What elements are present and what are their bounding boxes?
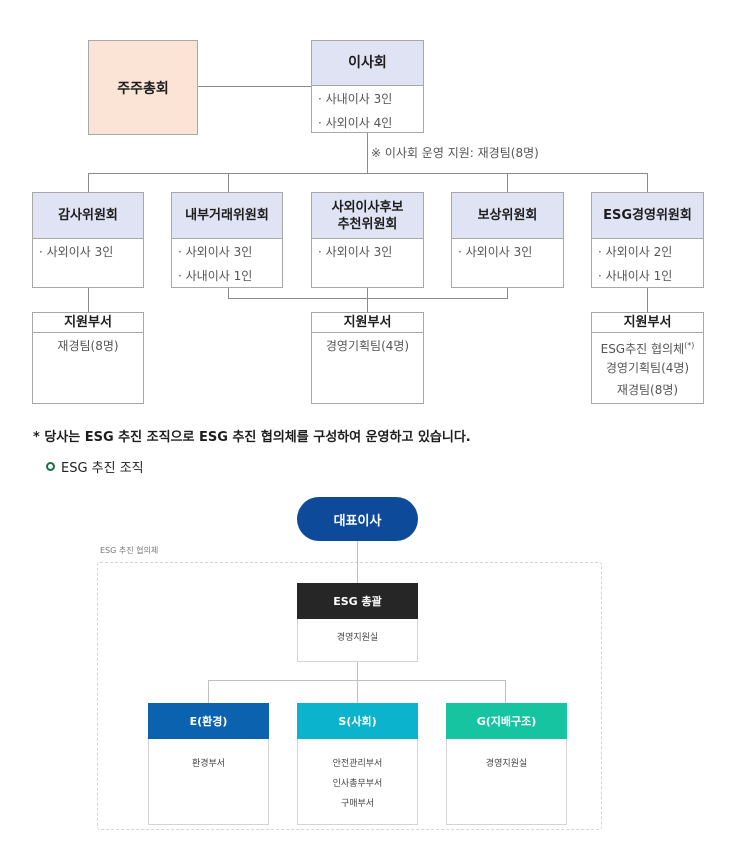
committee-esg: ESG경영위원회 · 사외이사 2인 · 사내이사 1인 xyxy=(591,192,704,288)
committee-member: · 사외이사 2인 xyxy=(598,245,673,259)
committee-title-line: 사외이사후보 xyxy=(331,199,404,215)
committee-member: · 사외이사 3인 xyxy=(39,245,114,259)
esg-council-boundary xyxy=(97,562,602,830)
esg-unit-dept: 환경부서 xyxy=(191,759,226,769)
connector-line xyxy=(88,173,648,174)
committee-member: · 사외이사 3인 xyxy=(458,245,533,259)
esg-general-box: ESG 총괄 경영지원실 xyxy=(297,583,418,662)
board-title: 이사회 xyxy=(312,41,423,86)
esg-unit-title: G(지배구조) xyxy=(446,703,567,739)
committee-title-line: 추천위원회 xyxy=(337,216,398,232)
board-support-note: ※ 이사회 운영 지원: 재경팀(8명) xyxy=(371,146,539,160)
section-heading: ESG 추진 조직 xyxy=(46,457,144,476)
esg-unit-dept: 인사총무부서 xyxy=(332,779,383,789)
support-unit-team: ESG추진 협의체(*) xyxy=(592,335,703,357)
support-unit-team: 경영기획팀(4명) xyxy=(605,361,690,375)
connector-line xyxy=(357,541,358,583)
support-unit-esg: 지원부서 ESG추진 협의체(*) 경영기획팀(4명) 재경팀(8명) xyxy=(591,312,704,404)
esg-unit-title: E(환경) xyxy=(148,703,269,739)
esg-unit-dept: 안전관리부서 xyxy=(332,759,383,769)
esg-general-title: ESG 총괄 xyxy=(297,583,418,619)
connector-line xyxy=(228,298,508,299)
support-unit-team: 재경팀(8명) xyxy=(616,383,679,397)
connector-line xyxy=(367,132,368,173)
connector-line xyxy=(208,680,209,703)
committee-member: · 사외이사 3인 xyxy=(318,245,393,259)
connector-line xyxy=(647,173,648,192)
committee-audit: 감사위원회 · 사외이사 3인 xyxy=(32,192,144,288)
support-unit-audit: 지원부서 재경팀(8명) xyxy=(32,312,144,404)
connector-line xyxy=(367,287,368,313)
support-unit-title: 지원부서 xyxy=(592,313,703,333)
connector-line xyxy=(647,287,648,313)
esg-unit-environment: E(환경) 환경부서 xyxy=(148,703,269,825)
committee-director-nomination: 사외이사후보 추천위원회 · 사외이사 3인 xyxy=(311,192,424,288)
connector-line xyxy=(88,287,89,313)
board-box: 이사회 · 사내이사 3인 · 사외이사 4인 xyxy=(311,40,424,133)
shareholders-box: 주주총회 xyxy=(88,40,198,135)
support-unit-title: 지원부서 xyxy=(312,313,423,333)
board-member: · 사내이사 3인 xyxy=(318,92,393,106)
shareholders-label: 주주총회 xyxy=(117,80,169,97)
board-member: · 사외이사 4인 xyxy=(318,116,393,130)
support-unit-title: 지원부서 xyxy=(33,313,143,333)
connector-line xyxy=(228,173,229,192)
footnote-marker: (*) xyxy=(684,341,695,350)
support-unit-team: 재경팀(8명) xyxy=(57,339,119,353)
support-unit-team: 경영기획팀(4명) xyxy=(325,339,410,353)
committee-compensation: 보상위원회 · 사외이사 3인 xyxy=(451,192,564,288)
committee-title: 감사위원회 xyxy=(33,193,143,239)
section-title: ESG 추진 조직 xyxy=(61,460,144,476)
ceo-label: 대표이사 xyxy=(333,513,382,529)
committee-member: · 사외이사 3인 xyxy=(178,245,253,259)
esg-group-label: ESG 추진 협의체 xyxy=(100,546,159,555)
footnote: * 당사는 ESG 추진 조직으로 ESG 추진 협의체를 구성하여 운영하고 … xyxy=(33,430,471,445)
committee-member: · 사내이사 1인 xyxy=(178,269,253,283)
board-members: · 사내이사 3인 · 사외이사 4인 xyxy=(318,87,419,135)
esg-general-dept: 경영지원실 xyxy=(336,633,379,643)
committee-internal-transactions: 내부거래위원회 · 사외이사 3인 · 사내이사 1인 xyxy=(171,192,283,288)
esg-unit-dept: 경영지원실 xyxy=(485,759,528,769)
committee-member: · 사내이사 1인 xyxy=(598,269,673,283)
connector-line xyxy=(228,287,229,299)
connector-line xyxy=(357,662,358,680)
section-bullet-icon xyxy=(46,461,55,471)
committee-title: 보상위원회 xyxy=(452,193,563,239)
connector-line xyxy=(507,173,508,192)
support-unit-nomination: 지원부서 경영기획팀(4명) xyxy=(311,312,424,404)
connector-line xyxy=(505,680,506,703)
connector-line xyxy=(88,173,89,192)
connector-line xyxy=(197,86,312,87)
esg-unit-social: S(사회) 안전관리부서 인사총무부서 구매부서 xyxy=(297,703,418,825)
esg-unit-dept: 구매부서 xyxy=(340,799,375,809)
support-unit-team-label: ESG추진 협의체 xyxy=(600,342,685,356)
connector-line xyxy=(357,680,358,703)
committee-title: 내부거래위원회 xyxy=(172,193,282,239)
esg-unit-title: S(사회) xyxy=(297,703,418,739)
committee-title: 사외이사후보 추천위원회 xyxy=(312,193,423,239)
ceo-pill: 대표이사 xyxy=(297,497,418,541)
esg-unit-governance: G(지배구조) 경영지원실 xyxy=(446,703,567,825)
committee-title: ESG경영위원회 xyxy=(592,193,703,239)
connector-line xyxy=(507,287,508,299)
